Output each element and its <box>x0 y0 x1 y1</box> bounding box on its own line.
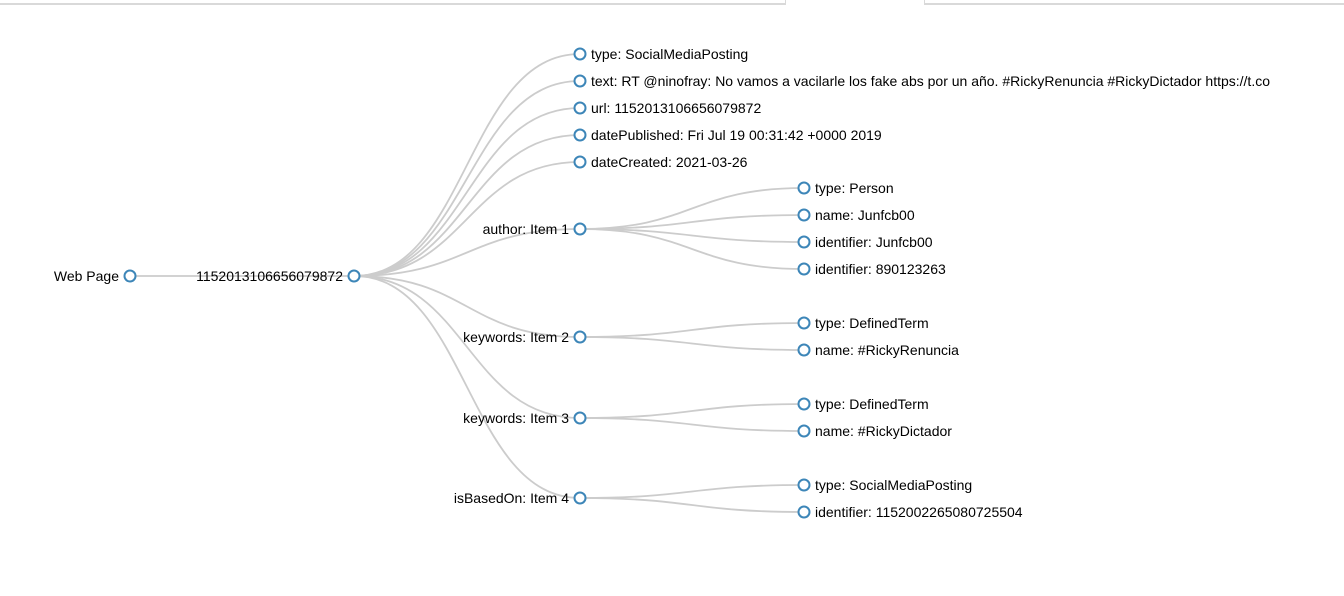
tree-link <box>579 187 805 230</box>
tree-node-circle[interactable] <box>573 47 587 61</box>
tree-link <box>579 484 805 499</box>
tree-link <box>579 214 805 230</box>
tree-link <box>579 228 805 270</box>
tree-node: type: DefinedTerm <box>797 315 929 331</box>
tree-node-circle[interactable] <box>797 343 811 357</box>
tree-node-label: identifier: 1152002265080725504 <box>815 504 1023 520</box>
tree-node-label: datePublished: Fri Jul 19 00:31:42 +0000… <box>591 127 882 143</box>
tree-nodes: Web Page 1152013106656079872 type: SocialM… <box>54 46 1270 520</box>
tree-link <box>579 417 805 432</box>
active-tab[interactable] <box>785 0 925 5</box>
tree-node-label: identifier: Junfcb00 <box>815 234 933 250</box>
tree-node-circle[interactable] <box>123 269 137 283</box>
tree-node: name: #RickyDictador <box>797 423 952 439</box>
tree-link <box>579 403 805 419</box>
tree-node-circle[interactable] <box>797 208 811 222</box>
tree-node-circle[interactable] <box>797 505 811 519</box>
tree-node-label: type: DefinedTerm <box>815 315 929 331</box>
tree-link <box>579 336 805 351</box>
tree-node-circle[interactable] <box>573 491 587 505</box>
tree-link <box>353 275 581 499</box>
tree-node: text: RT @ninofray: No vamos a vacilarle… <box>573 73 1270 89</box>
tree-node-circle[interactable] <box>797 424 811 438</box>
tree-node-circle[interactable] <box>347 269 361 283</box>
tree-node-circle[interactable] <box>573 128 587 142</box>
tree-node: Web Page <box>54 268 137 284</box>
tree-node: type: SocialMediaPosting <box>573 46 748 62</box>
tree-node-circle[interactable] <box>573 101 587 115</box>
tree-node-label: keywords: Item 2 <box>463 329 569 345</box>
tree-node-label: url: 1152013106656079872 <box>591 100 761 116</box>
tree-node: isBasedOn: Item 4 <box>454 490 587 506</box>
tree-node: dateCreated: 2021-03-26 <box>573 154 748 170</box>
tree-link <box>353 275 581 419</box>
tree-node: type: Person <box>797 180 894 196</box>
tree-link <box>353 134 581 277</box>
tree-node: identifier: 890123263 <box>797 261 946 277</box>
tree-node-label: keywords: Item 3 <box>463 410 569 426</box>
tree-node: name: Junfcb00 <box>797 207 915 223</box>
tree-node-label: type: Person <box>815 180 894 196</box>
tree-node-label: name: Junfcb00 <box>815 207 915 223</box>
tree-node: author: Item 1 <box>483 221 587 237</box>
tree-node: name: #RickyRenuncia <box>797 342 959 358</box>
tree-node: url: 1152013106656079872 <box>573 100 761 116</box>
tree-node-label: type: SocialMediaPosting <box>815 477 972 493</box>
tree-node: identifier: 1152002265080725504 <box>797 504 1023 520</box>
tree-node: identifier: Junfcb00 <box>797 234 933 250</box>
tree-node-label: name: #RickyRenuncia <box>815 342 959 358</box>
tree-link <box>353 275 581 338</box>
tree-node-label: type: SocialMediaPosting <box>591 46 748 62</box>
tree-node-label: Web Page <box>54 268 119 284</box>
tree-node-circle[interactable] <box>573 222 587 236</box>
tree-link <box>353 228 581 277</box>
tree-node: type: DefinedTerm <box>797 396 929 412</box>
tree-node-label: isBasedOn: Item 4 <box>454 490 569 506</box>
tree-node-label: 1152013106656079872 <box>196 268 343 284</box>
tree-node-circle[interactable] <box>797 316 811 330</box>
tree-node: 1152013106656079872 <box>196 268 361 284</box>
tree-node-circle[interactable] <box>573 155 587 169</box>
tree-node-circle[interactable] <box>797 478 811 492</box>
tree-node-label: type: DefinedTerm <box>815 396 929 412</box>
tree-node-circle[interactable] <box>573 330 587 344</box>
tree-node-circle[interactable] <box>573 411 587 425</box>
tree-node: keywords: Item 3 <box>463 410 587 426</box>
tree-link <box>353 107 581 277</box>
tree-links <box>130 53 805 513</box>
tree-node-circle[interactable] <box>797 235 811 249</box>
tree-link <box>353 80 581 277</box>
tree-node-label: name: #RickyDictador <box>815 423 952 439</box>
tree-link <box>579 322 805 338</box>
tree-link <box>353 53 581 277</box>
tree-node: type: SocialMediaPosting <box>797 477 972 493</box>
tree-node-circle[interactable] <box>573 74 587 88</box>
tree-node-label: text: RT @ninofray: No vamos a vacilarle… <box>591 73 1270 89</box>
tree-node-label: identifier: 890123263 <box>815 261 946 277</box>
tree-node-circle[interactable] <box>797 262 811 276</box>
tree-node-circle[interactable] <box>797 397 811 411</box>
tree-node: datePublished: Fri Jul 19 00:31:42 +0000… <box>573 127 882 143</box>
tab-bar-border-right <box>925 3 1344 5</box>
tree-node-label: dateCreated: 2021-03-26 <box>591 154 748 170</box>
tree-node-label: author: Item 1 <box>483 221 570 237</box>
tab-bar <box>0 0 1344 5</box>
tree-link <box>353 161 581 277</box>
tree-node: keywords: Item 2 <box>463 329 587 345</box>
tree-node-circle[interactable] <box>797 181 811 195</box>
tree-link <box>579 228 805 243</box>
tab-bar-border-left <box>0 3 785 5</box>
tree-link <box>579 497 805 513</box>
